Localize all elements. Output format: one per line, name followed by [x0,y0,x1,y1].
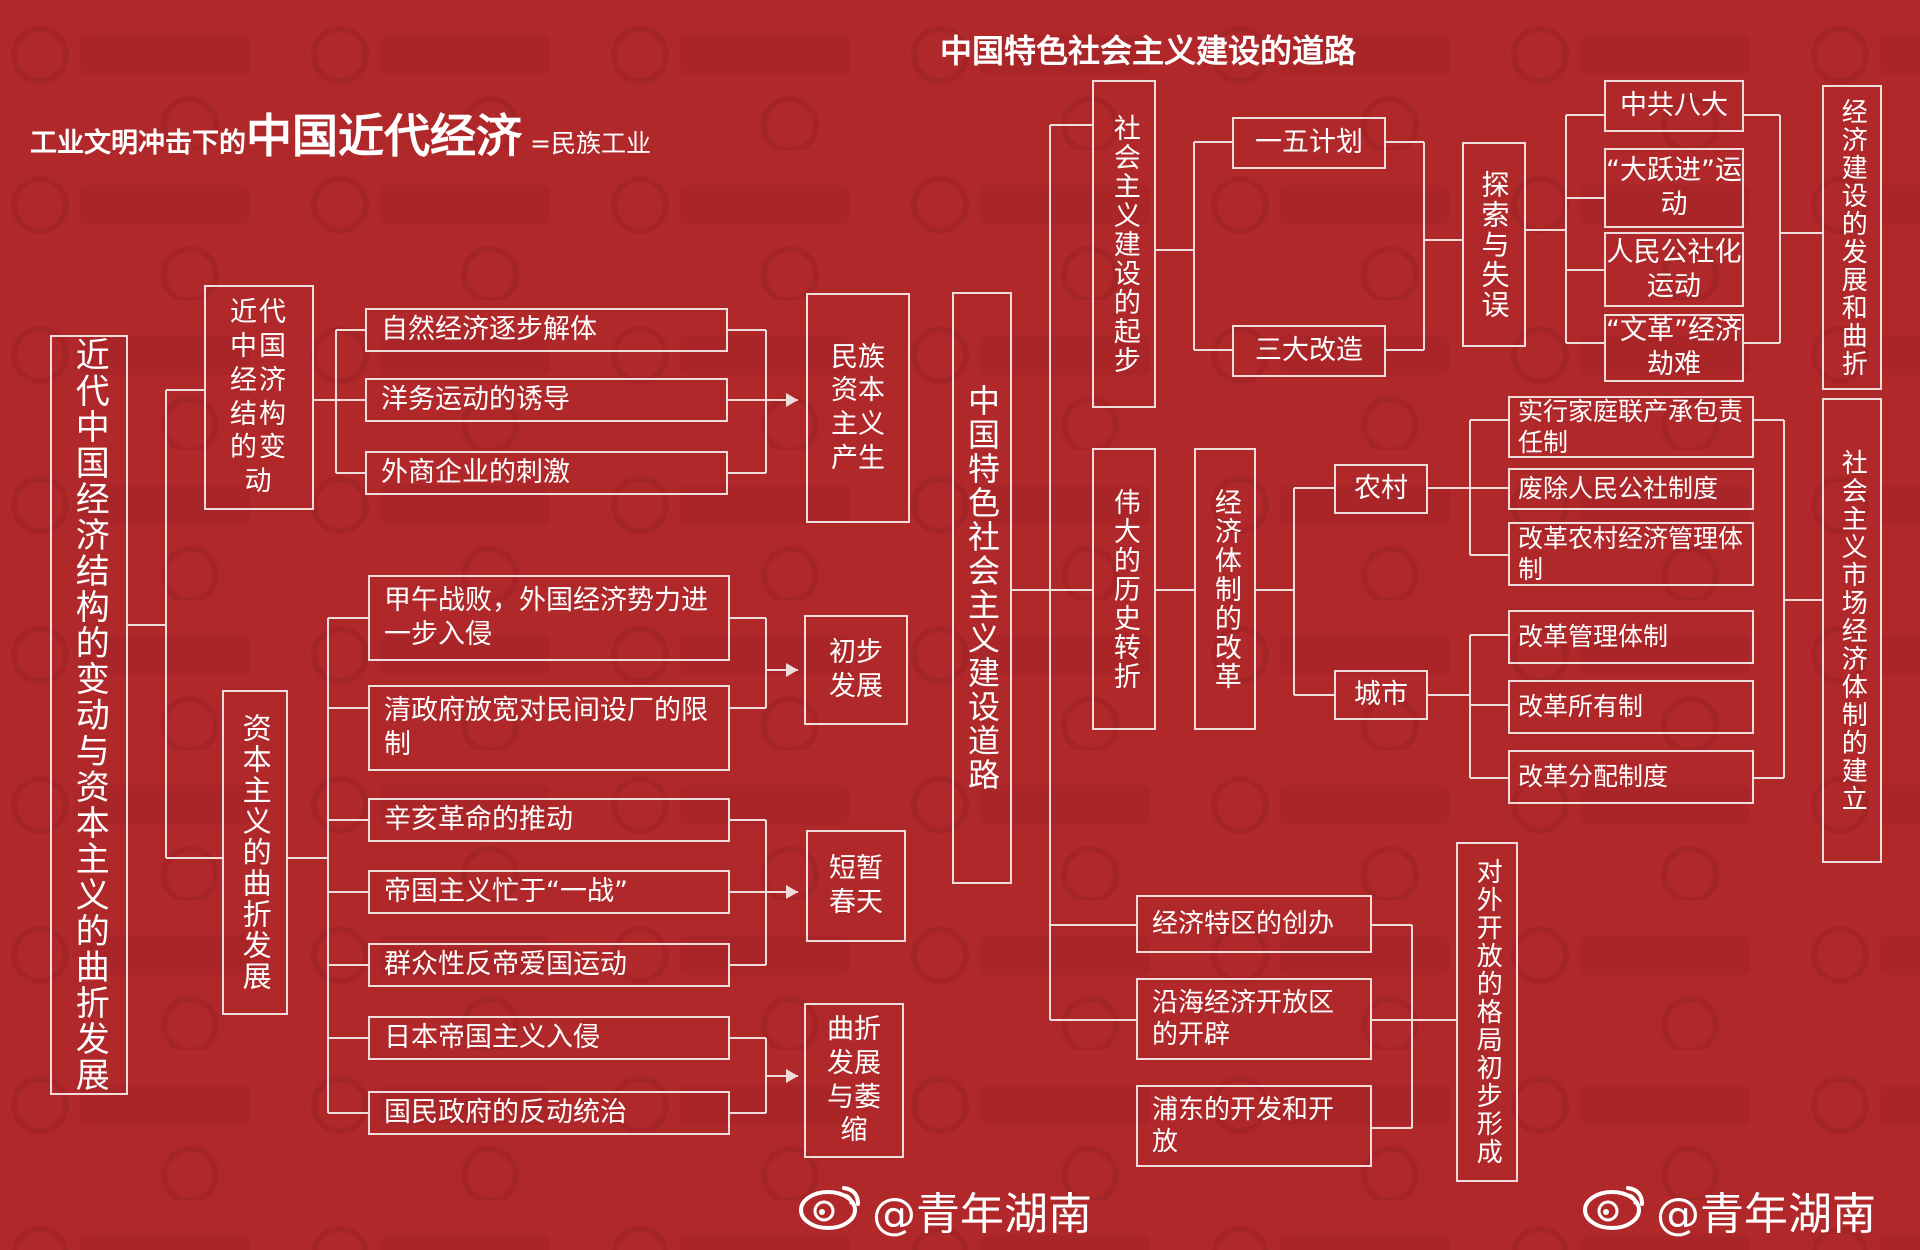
item-sino-japanese-war-defeat: 甲午战败，外国经济势力进一步入侵 [368,575,730,661]
item-cultural-revolution: “文革”经济劫难 [1604,314,1744,382]
branch-economic-structure-change: 近代中国经济结构的变动 [204,285,314,510]
left-root-node: 近代中国经济结构的变动与资本主义的曲折发展 [50,335,128,1095]
left-title-part1: 工业文明冲击下的 [30,128,246,159]
node-rural: 农村 [1334,464,1428,514]
result-socialist-market-economy: 社会主义市场经济体制的建立 [1822,398,1882,863]
left-title-part3: =民族工业 [530,129,651,158]
right-title: 中国特色社会主义建设的道路 [940,32,1357,70]
watermark-left: @青年湖南 [798,1178,1092,1242]
item-mass-patriotic-movement: 群众性反帝爱国运动 [368,943,730,987]
node-economic-system-reform: 经济体制的改革 [1194,448,1256,730]
item-xinhai-revolution: 辛亥革命的推动 [368,798,730,842]
result-initial-development: 初步发展 [804,615,908,725]
item-abolish-communes: 废除人民公社制度 [1508,468,1754,510]
branch-capitalism-tortuous-development: 资本主义的曲折发展 [222,690,288,1015]
item-natural-economy: 自然经济逐步解体 [365,308,728,352]
watermark-left-text: @青年湖南 [872,1189,1092,1240]
item-three-transformations: 三大改造 [1232,325,1386,377]
item-imperialists-busy-ww1: 帝国主义忙于“一战” [368,870,730,914]
item-coastal-open-zones: 沿海经济开放区的开辟 [1136,978,1372,1060]
result-economic-development-and-twists: 经济建设的发展和曲折 [1822,85,1882,390]
item-reform-ownership: 改革所有制 [1508,680,1754,734]
node-exploration-and-mistakes: 探索与失误 [1462,142,1526,347]
watermark-right-text: @青年湖南 [1656,1189,1876,1240]
item-qing-relaxed-restrictions: 清政府放宽对民间设厂的限制 [368,685,730,771]
item-special-economic-zones: 经济特区的创办 [1136,895,1372,953]
item-great-leap-forward: “大跃进”运动 [1604,148,1744,228]
result-brief-spring: 短暂春天 [806,830,906,942]
item-reform-management-system: 改革管理体制 [1508,610,1754,664]
result-opening-up-pattern: 对外开放的格局初步形成 [1456,842,1518,1182]
node-socialist-construction-start: 社会主义建设的起步 [1092,80,1156,408]
item-westernization-movement: 洋务运动的诱导 [365,378,728,422]
item-first-five-year-plan: 一五计划 [1232,117,1386,169]
item-kmt-reactionary-rule: 国民政府的反动统治 [368,1091,730,1135]
right-root-node: 中国特色社会主义建设道路 [952,292,1012,884]
weibo-logo-icon [798,1180,864,1241]
left-title: 工业文明冲击下的中国近代经济 =民族工业 [30,100,651,166]
weibo-logo-icon [1582,1180,1648,1241]
item-reform-rural-management: 改革农村经济管理体制 [1508,522,1754,586]
item-pudong-development: 浦东的开发和开放 [1136,1085,1372,1167]
item-foreign-enterprises: 外商企业的刺激 [365,451,728,495]
item-japanese-invasion: 日本帝国主义入侵 [368,1016,730,1060]
watermark-right: @青年湖南 [1582,1178,1876,1242]
item-eighth-party-congress: 中共八大 [1604,80,1744,132]
node-great-historical-turn: 伟大的历史转折 [1092,448,1156,730]
item-household-contract-system: 实行家庭联产承包责任制 [1508,396,1754,458]
left-title-part2: 中国近代经济 [246,109,522,163]
node-urban: 城市 [1334,670,1428,720]
result-national-capitalism-emerges: 民族资本主义产生 [806,293,910,523]
result-tortuous-development-and-decline: 曲折发展与萎缩 [804,1003,904,1158]
item-reform-distribution: 改革分配制度 [1508,750,1754,804]
item-peoples-communes: 人民公社化运动 [1604,232,1744,307]
